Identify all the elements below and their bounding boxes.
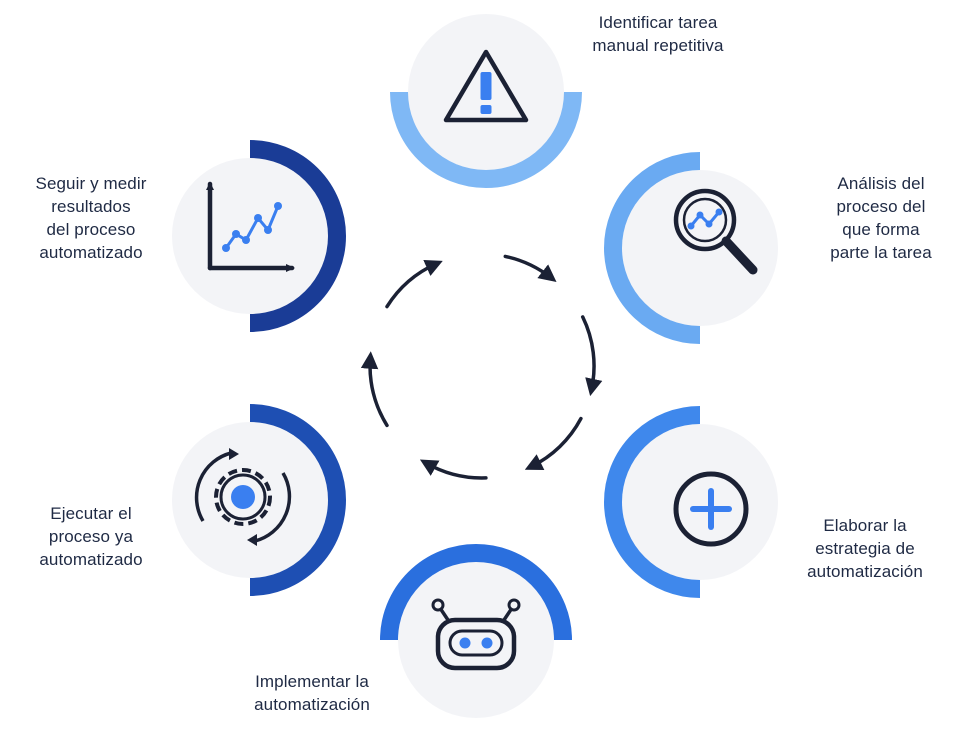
- warning-icon: [443, 49, 529, 123]
- cycle-arrow-1: [503, 254, 557, 283]
- line-chart-icon: [206, 181, 295, 272]
- cycle-arrow-2: [580, 315, 603, 397]
- gear-cycle-icon: [194, 448, 292, 546]
- magnifier-chart-icon: [673, 188, 758, 275]
- label-measure: Seguir y medir resultados del proceso au…: [35, 174, 147, 262]
- cycle-arrows: [360, 254, 603, 480]
- cycle-arrow-4: [419, 459, 488, 480]
- cycle-arrow-6: [385, 259, 443, 309]
- ring-identify: [390, 91, 582, 188]
- ring-analyze: [604, 152, 701, 344]
- ring-execute: [249, 404, 346, 596]
- robot-icon: [431, 598, 521, 671]
- label-strategy: Elaborar la estrategia de automatización: [807, 516, 923, 581]
- label-execute: Ejecutar el proceso ya automatizado: [39, 504, 143, 569]
- circle-measure: [172, 158, 328, 314]
- ring-strategy: [604, 406, 701, 598]
- label-analyze: Análisis del proceso del que forma parte…: [830, 174, 932, 262]
- ring-implement: [380, 544, 572, 641]
- plus-circle-icon: [673, 471, 749, 547]
- label-implement: Implementar la automatización: [254, 672, 370, 714]
- ring-measure: [249, 140, 346, 332]
- circle-strategy: [622, 424, 778, 580]
- cycle-arrow-3: [524, 416, 583, 470]
- step-rings: [249, 91, 701, 641]
- circle-implement: [398, 562, 554, 718]
- cycle-arrow-5: [360, 351, 389, 428]
- label-identify: Identificar tarea manual repetitiva: [592, 13, 724, 55]
